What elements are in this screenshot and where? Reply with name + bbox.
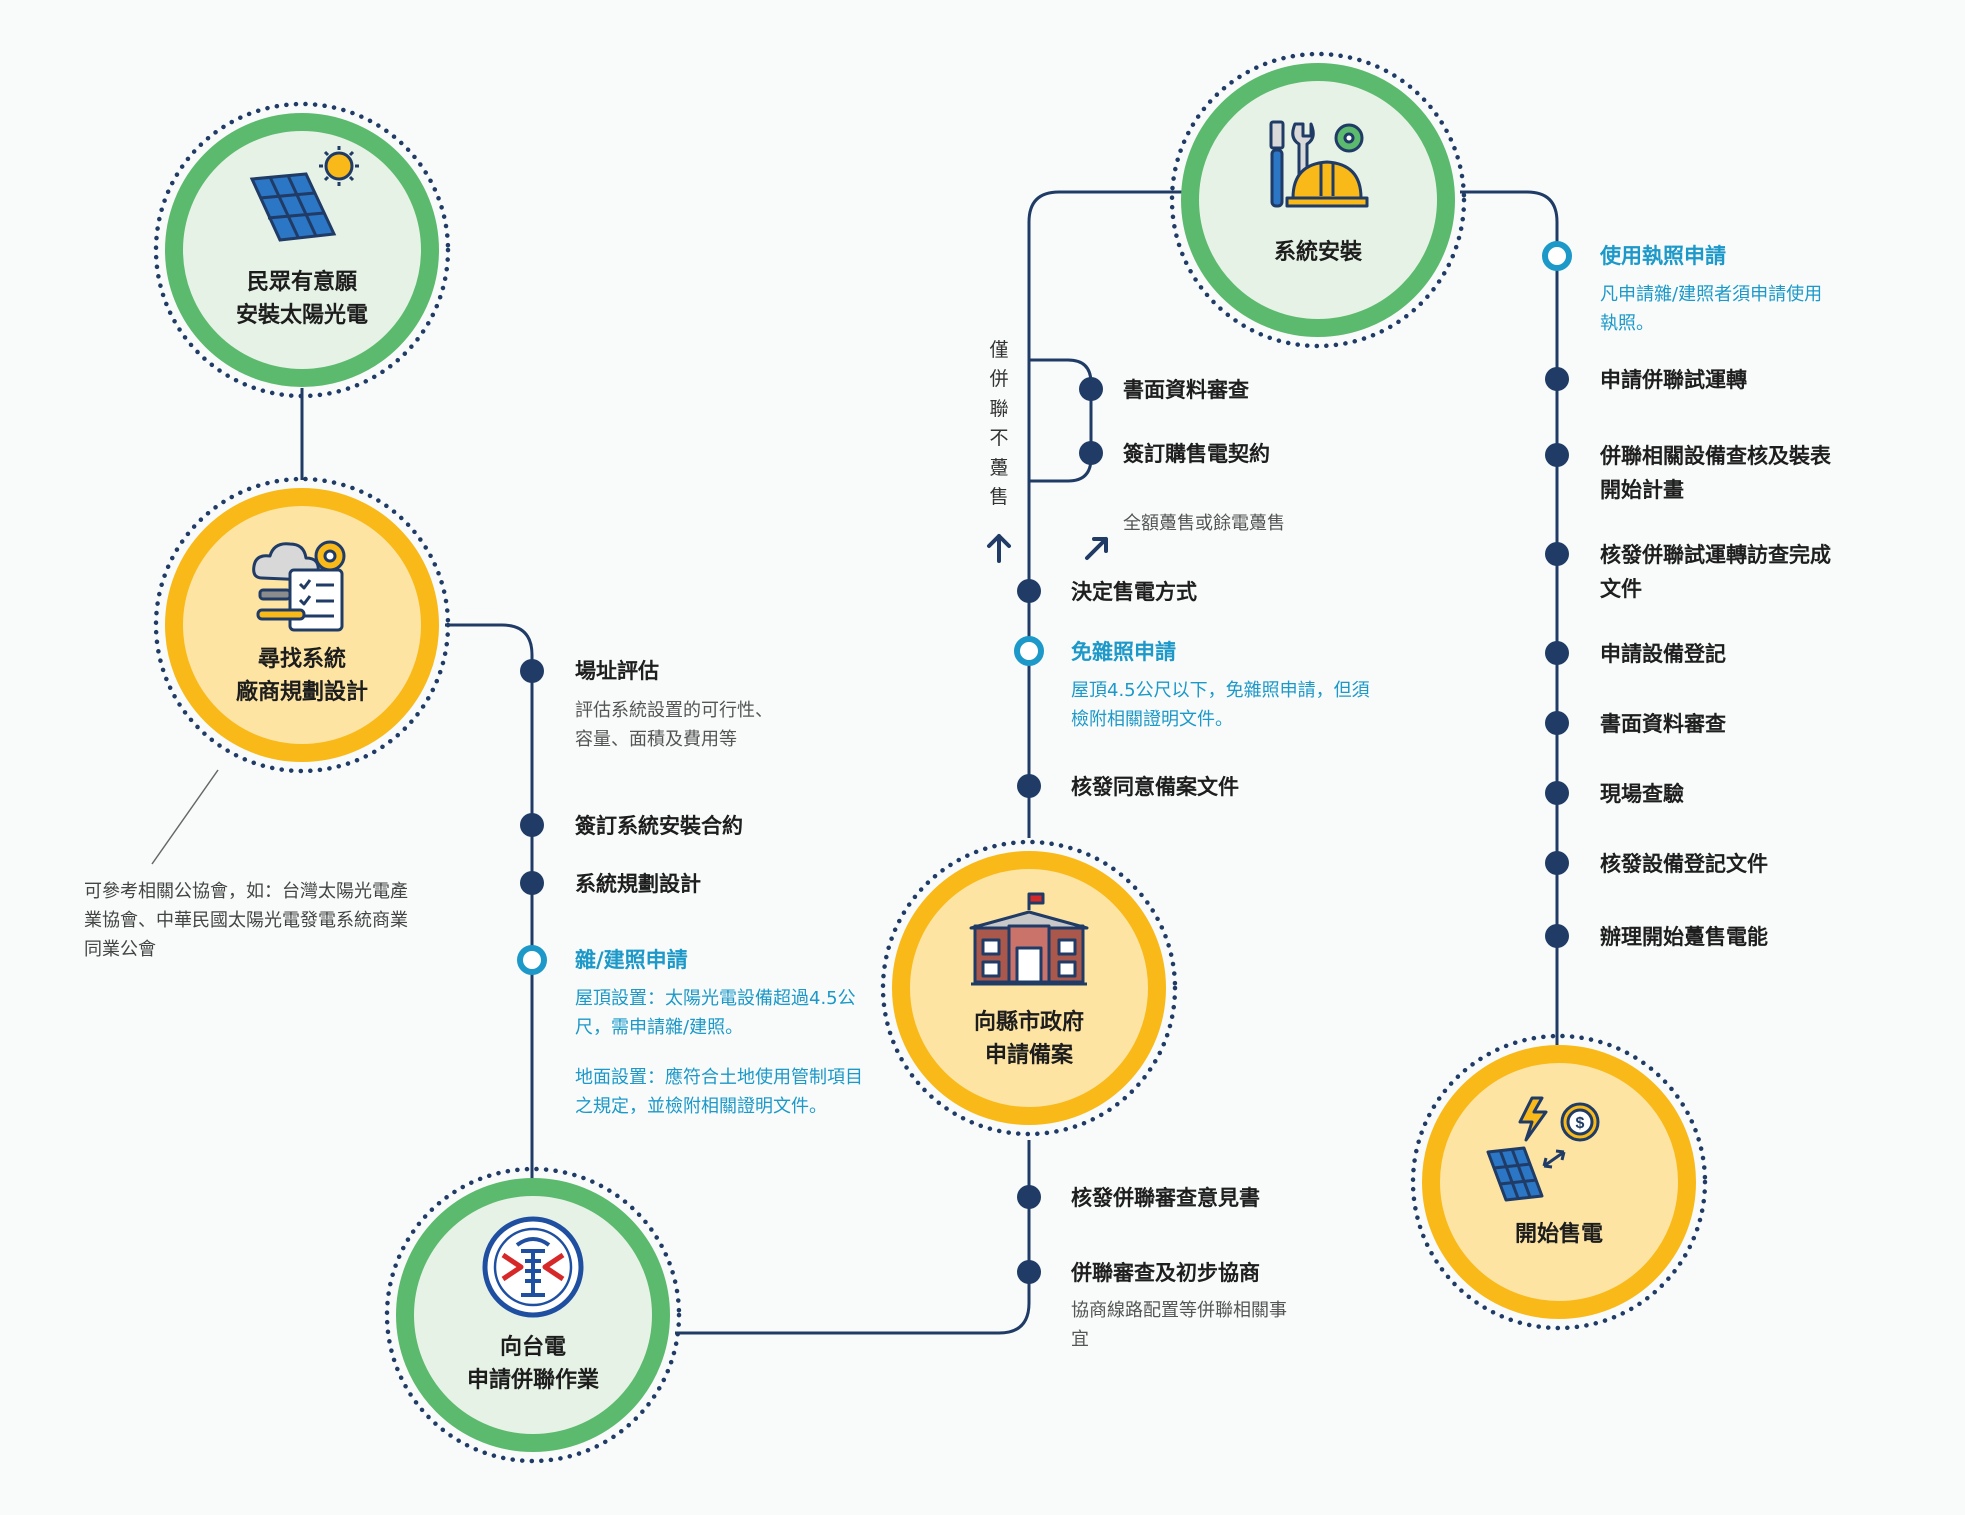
node-label: 開始售電 [1409, 1218, 1709, 1251]
node-label-line: 向台電 [499, 1335, 566, 1360]
install-step-3: 核發併聯試運轉訪查完成文件 [1600, 543, 1831, 601]
dot-review [1017, 1260, 1041, 1284]
government-building-icon [969, 892, 1089, 986]
step-system-plan: 系統規劃設計 [575, 872, 701, 896]
dot-step-7 [1545, 851, 1569, 875]
vertical-char: 聯 [989, 397, 1009, 420]
step-use-permit: 使用執照申請 [1600, 244, 1726, 268]
node-label: 尋找系統 廠商規劃設計 [152, 643, 452, 709]
vertical-char: 躉 [989, 456, 1009, 479]
node-county: 向縣市政府 申請備案 [879, 838, 1179, 1138]
node-sell: $ 開始售電 [1409, 1032, 1709, 1332]
dot-doc-review [1079, 377, 1103, 401]
connector-n3-n4 [675, 1140, 1031, 1335]
vertical-char: 併 [989, 368, 1009, 391]
dot-step-1 [1545, 367, 1569, 391]
vertical-char: 售 [989, 486, 1009, 509]
step-site-evaluation: 場址評估 [575, 659, 659, 683]
dot-step-6 [1545, 781, 1569, 805]
step-exempt: 免雜照申請 [1071, 640, 1176, 664]
step-issue-opinion: 核發併聯審查意見書 [1071, 1186, 1260, 1210]
node-ring [153, 101, 451, 399]
node-label-line: 系統安裝 [1273, 240, 1362, 265]
node-label: 向縣市政府 申請備案 [879, 1006, 1179, 1072]
dot-step-4 [1545, 641, 1569, 665]
install-step-8: 辦理開始躉售電能 [1600, 925, 1768, 949]
connector-n5-n6 [1460, 190, 1559, 1045]
node-label: 系統安裝 [1168, 236, 1468, 269]
sell-mode-label: 全額躉售或餘電躉售 [1123, 513, 1285, 534]
node-label-line: 開始售電 [1514, 1222, 1603, 1247]
step-ppa: 簽訂購售電契約 [1123, 442, 1270, 466]
taipower-logo-icon [482, 1216, 584, 1318]
connector-n2-n3 [445, 623, 534, 1180]
node-label-line: 申請備案 [984, 1043, 1073, 1068]
node-label-line: 向縣市政府 [973, 1010, 1084, 1035]
only-grid-vertical-label: 僅併聯不躉售 [987, 336, 1011, 513]
solar-panel-sun-icon [249, 146, 359, 242]
arrow-up-icon [987, 534, 1011, 563]
node-label-line: 民眾有意願 [246, 270, 357, 295]
dot-step-5 [1545, 711, 1569, 735]
dot-step-3 [1545, 542, 1569, 566]
planning-document-gear-icon [252, 540, 346, 632]
node-label-line: 安裝太陽光電 [235, 303, 368, 328]
install-step-2: 併聯相關設備查核及裝表開始計畫 [1600, 444, 1831, 502]
step-doc-review: 書面資料審查 [1123, 378, 1249, 402]
step-grid-review: 併聯審查及初步協商 [1071, 1261, 1260, 1285]
node-label: 民眾有意願 安裝太陽光電 [152, 266, 452, 332]
tools-helmet-icon [1269, 120, 1369, 208]
dot-ppa [1079, 441, 1103, 465]
node-taipower: 向台電 申請併聯作業 [383, 1165, 683, 1465]
step-decide-sell: 決定售電方式 [1071, 580, 1197, 604]
solar-money-exchange-icon: $ [1486, 1096, 1600, 1202]
node-intent: 民眾有意願 安裝太陽光電 [152, 100, 452, 400]
dot-site [520, 659, 544, 683]
svg-text:$: $ [1576, 1115, 1585, 1132]
install-step-1: 申請併聯試運轉 [1600, 368, 1747, 392]
permit-desc-ground: 地面設置：應符合土地使用管制項目之規定，並檢附相關證明文件。 [575, 1067, 863, 1117]
step-permit: 雜/建照申請 [575, 948, 688, 972]
dot-contract [520, 813, 544, 837]
use-permit-desc: 凡申請雜/建照者須申請使用執照。 [1600, 284, 1823, 334]
node-ring [880, 839, 1178, 1137]
note-leader-line [151, 769, 219, 865]
node-label-line: 尋找系統 [257, 647, 346, 672]
node-install: 系統安裝 [1168, 50, 1468, 350]
association-note: 可參考相關公協會，如：台灣太陽光電產業協會、中華民國太陽光電發電系統商業同業公會 [84, 881, 408, 960]
connector-n4-n5 [1027, 190, 1182, 838]
vertical-char: 僅 [989, 339, 1009, 361]
install-step-7: 核發設備登記文件 [1600, 852, 1768, 876]
step-sign-contract: 簽訂系統安裝合約 [575, 814, 743, 838]
node-label-line: 廠商規劃設計 [235, 680, 368, 705]
vertical-char: 不 [989, 427, 1009, 450]
ring-exempt [1014, 636, 1044, 666]
grid-review-desc: 協商線路配置等併聯相關事宜 [1071, 1300, 1287, 1350]
arrow-up-right-icon [1085, 537, 1108, 560]
dot-opinion [1017, 1185, 1041, 1209]
permit-desc-roof: 屋頂設置：太陽光電設備超過4.5公尺，需申請雜/建照。 [575, 988, 856, 1038]
exempt-desc: 屋頂4.5公尺以下，免雜照申請，但須檢附相關證明文件。 [1071, 680, 1370, 730]
node-design: 尋找系統 廠商規劃設計 [152, 475, 452, 775]
ring-permit [517, 945, 547, 975]
step-consent-doc: 核發同意備案文件 [1071, 775, 1239, 799]
bracket-only-grid [1029, 358, 1093, 483]
install-step-4: 申請設備登記 [1600, 642, 1726, 666]
dot-plan [520, 871, 544, 895]
site-evaluation-desc: 評估系統設置的可行性、容量、面積及費用等 [575, 700, 773, 750]
dot-decide [1017, 579, 1041, 603]
markers [517, 241, 1572, 1284]
install-step-6: 現場查驗 [1600, 782, 1684, 806]
node-ring [1410, 1033, 1708, 1331]
node-label: 向台電 申請併聯作業 [383, 1331, 683, 1397]
ring-use-permit [1542, 241, 1572, 271]
node-label-line: 申請併聯作業 [466, 1368, 599, 1393]
install-step-5: 書面資料審查 [1600, 712, 1726, 736]
dot-consent [1017, 774, 1041, 798]
dot-step-8 [1545, 924, 1569, 948]
dot-step-2 [1545, 443, 1569, 467]
